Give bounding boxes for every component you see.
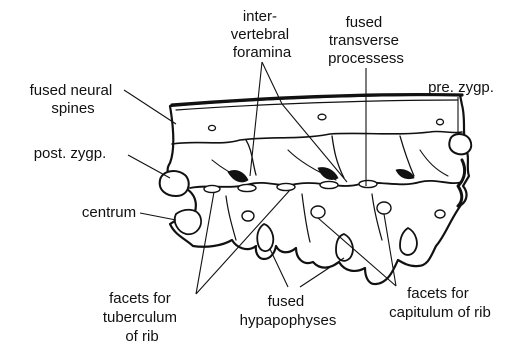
tuberculum-facet-5 [359,180,377,187]
capitulum-facet-4 [435,210,445,218]
label-facets-for-tuberculum: facets for tuberculum of rib [103,290,181,345]
leader-fused-neural-spines [124,90,176,124]
spine-pore-2 [318,114,326,120]
leader-hypapophyses-1 [270,249,288,287]
label-pre-zygp: pre. zygp. [428,79,494,96]
label-inter-vertebral-foramina: inter- vertebral foramina [231,8,294,61]
spine-pore-3 [437,119,444,125]
capitulum-facet-2 [311,206,325,218]
label-facets-for-capitulum: facets for capitulum of rib [389,285,491,321]
centrum-cup [175,210,201,235]
capitulum-facet-1 [242,211,254,221]
label-centrum: centrum [82,204,136,221]
spine-pore-1 [209,125,216,130]
tuberculum-facet-4 [320,181,338,188]
tuberculum-facet-1 [204,185,220,192]
tuberculum-facet-2 [238,184,256,191]
fused-vertebrae-illustration [160,95,472,285]
leader-post-zygp [128,155,170,178]
capitulum-facet-3 [377,202,391,214]
label-fused-neural-spines: fused neural spines [30,82,117,117]
pre-zygapophysis [449,134,471,154]
label-fused-hypapophyses: fused hypapophyses [240,293,337,329]
label-fused-transverse-processes: fused transverse processess [328,14,404,67]
tuberculum-facet-3 [277,183,295,190]
leader-centrum [140,213,176,220]
label-post-zygp: post. zygp. [34,145,107,162]
